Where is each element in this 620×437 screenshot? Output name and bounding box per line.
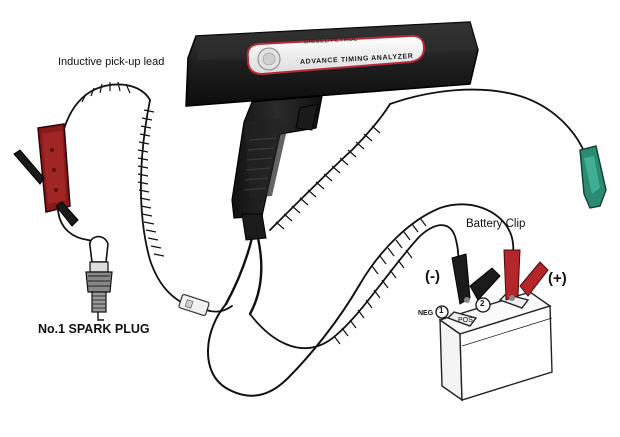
green-connector (579, 145, 607, 209)
negative-symbol-label: (-) (425, 268, 440, 285)
pos-terminal-label: POS (458, 317, 473, 324)
coil-texture (81, 81, 427, 345)
handle-grip (243, 137, 277, 191)
inductive-pickup-clamp (13, 123, 79, 227)
spark-plug-label: No.1 SPARK PLUG (38, 322, 150, 336)
pickup-lead-label: Inductive pick-up lead (58, 56, 165, 68)
inline-connector (178, 293, 210, 317)
battery-clips (435, 249, 549, 319)
positive-symbol-label: (+) (548, 270, 567, 287)
battery-clip-label: Battery Clip (466, 218, 526, 230)
spark-plug (85, 235, 113, 321)
battery (438, 291, 553, 402)
terminal-1-label: 1 (439, 306, 444, 315)
neg-terminal-label: NEG (418, 310, 434, 317)
terminal-2-label: 2 (480, 299, 485, 308)
timing-gun (185, 21, 479, 241)
